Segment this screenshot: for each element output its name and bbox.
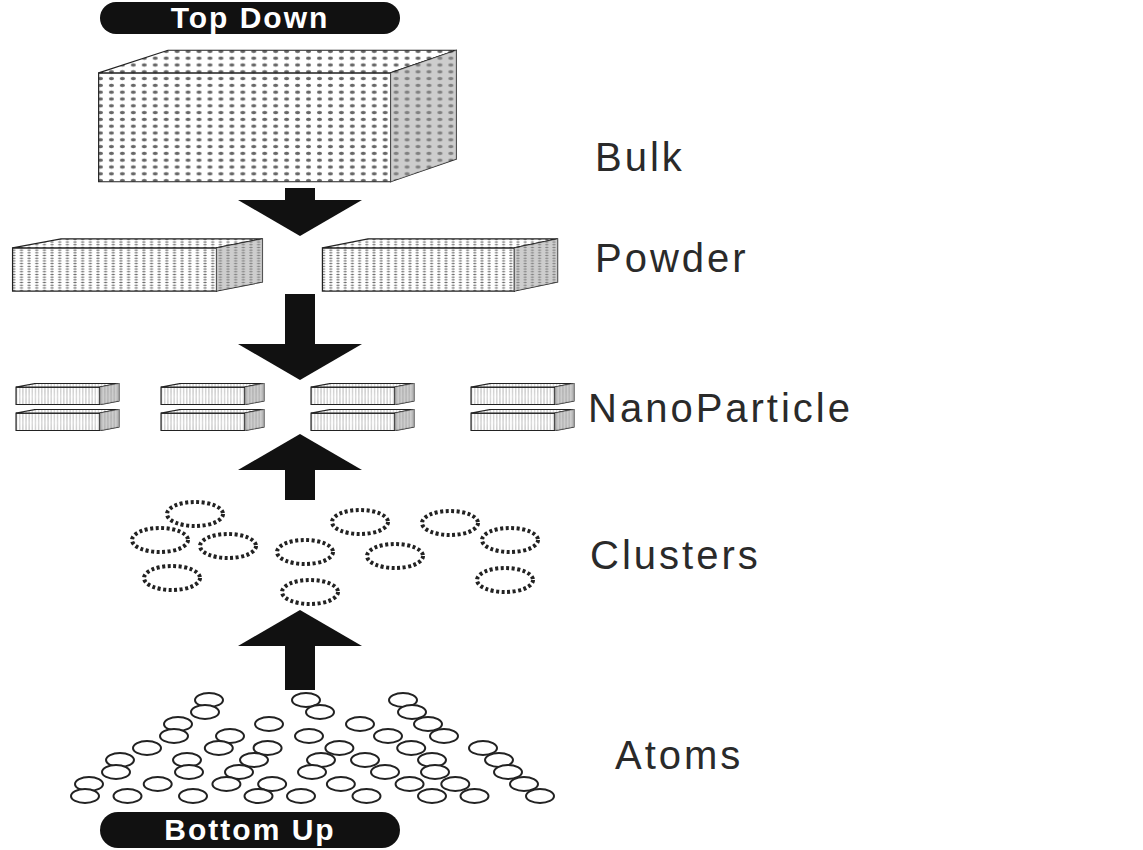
atom-circles — [71, 693, 554, 803]
atom-circle — [374, 729, 402, 743]
atom-circle — [353, 789, 381, 803]
arrow-shaft — [285, 645, 315, 690]
pill-label: Bottom Up — [164, 813, 335, 847]
stage-group: NanoParticle — [0, 380, 862, 434]
stage-label: NanoParticle — [588, 386, 853, 431]
nanoparticle-cubes — [16, 383, 574, 430]
atom-circle — [114, 789, 142, 803]
bulk-cube — [99, 50, 457, 181]
cluster-shapes — [132, 502, 538, 604]
stage-group: Clusters — [0, 500, 769, 610]
arrow-head — [238, 610, 362, 646]
stage-label: Clusters — [590, 533, 761, 578]
pill-label: Top Down — [171, 1, 330, 35]
atom-circle — [255, 717, 283, 731]
stage-label: Atoms — [615, 733, 743, 778]
arrow-shaft — [285, 188, 315, 201]
atom-circle — [179, 789, 207, 803]
stage-label: Powder — [595, 236, 749, 281]
atom-circle — [306, 705, 334, 719]
atom-circle — [102, 765, 130, 779]
atom-circle — [191, 705, 219, 719]
title-pill: Top Down — [100, 2, 400, 34]
arrow-head — [238, 200, 362, 236]
title-pill: Bottom Up — [100, 812, 400, 848]
thick-arrow — [238, 434, 362, 500]
atom-circle — [205, 741, 233, 755]
stage-group: Atoms — [0, 690, 752, 804]
arrow-head — [238, 434, 362, 470]
atom-circle — [327, 777, 355, 791]
atom-circle — [160, 729, 188, 743]
atom-circle — [212, 777, 240, 791]
atom-circle — [418, 789, 446, 803]
arrow-shaft — [285, 294, 315, 345]
atom-circle — [295, 729, 323, 743]
stage-group: Bulk — [0, 42, 693, 188]
atom-circle — [287, 789, 315, 803]
atom-circle — [298, 765, 326, 779]
atom-circle — [441, 777, 469, 791]
atom-circle — [133, 741, 161, 755]
atom-circle — [71, 789, 99, 803]
powder-cubes — [13, 239, 558, 291]
atom-circle — [371, 765, 399, 779]
stage-label: Bulk — [595, 135, 685, 180]
atom-circle — [461, 789, 489, 803]
thick-arrow — [238, 610, 362, 690]
stage-group: Powder — [0, 236, 757, 294]
arrow-shaft — [285, 469, 315, 500]
atom-circle — [245, 789, 273, 803]
atom-circle — [351, 753, 379, 767]
arrow-head — [238, 344, 362, 380]
atom-circle — [430, 729, 458, 743]
thick-arrow — [238, 188, 362, 236]
atom-circle — [144, 777, 172, 791]
atom-circle — [526, 789, 554, 803]
thick-arrow — [238, 294, 362, 380]
atom-circle — [325, 741, 353, 755]
atom-circle — [175, 765, 203, 779]
atom-circle — [346, 717, 374, 731]
atom-circle — [421, 765, 449, 779]
atom-circle — [396, 777, 424, 791]
atom-circle — [397, 741, 425, 755]
